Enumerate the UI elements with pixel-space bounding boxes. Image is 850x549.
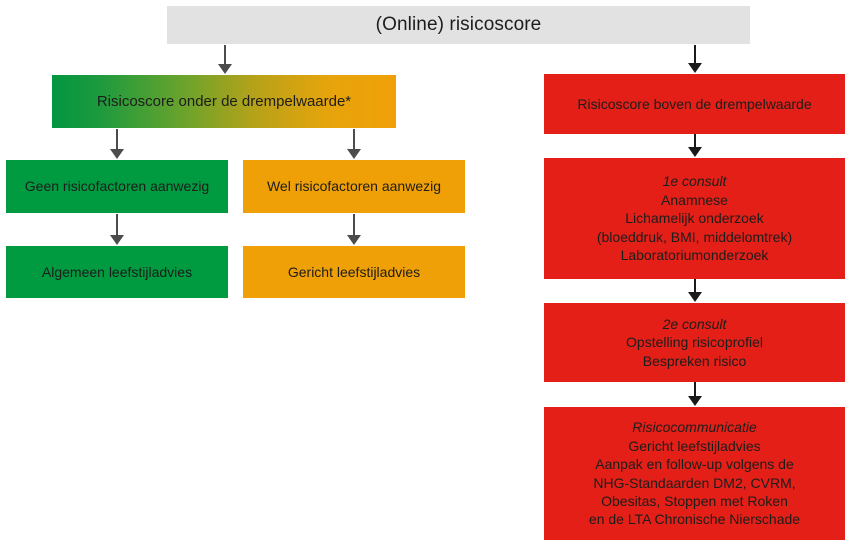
arrow-head-icon bbox=[110, 235, 124, 245]
connector-stem bbox=[224, 45, 226, 65]
with-risk-factors-label: Wel risicofactoren aanwezig bbox=[266, 178, 442, 195]
risk-communication-line: Gericht leefstijladvies bbox=[628, 437, 761, 454]
consult-2-line: Bespreken risico bbox=[642, 352, 747, 369]
connector-stem bbox=[116, 129, 118, 150]
connector-stem bbox=[116, 214, 118, 236]
general-lifestyle-advice-box: Algemeen leefstijladvies bbox=[6, 246, 228, 298]
risk-communication-line: NHG-Standaarden DM2, CVRM, bbox=[593, 474, 796, 491]
connector-stem bbox=[694, 279, 696, 293]
consult-1-line: Lichamelijk onderzoek bbox=[625, 210, 764, 227]
low-risk-label: Risicoscore onder de drempelwaarde* bbox=[96, 92, 352, 110]
consult-1-box: 1e consult Anamnese Lichamelijk onderzoe… bbox=[544, 158, 845, 279]
consult-2-line: Opstelling risicoprofiel bbox=[626, 334, 763, 351]
connector-stem bbox=[353, 129, 355, 150]
consult-1-line: Laboratoriumonderzoek bbox=[620, 247, 769, 264]
with-risk-factors-box: Wel risicofactoren aanwezig bbox=[243, 160, 465, 213]
general-lifestyle-advice-label: Algemeen leefstijladvies bbox=[41, 263, 193, 280]
connector-consult-1-to-consult-2 bbox=[688, 279, 702, 302]
risk-communication-heading: Risicocommunicatie bbox=[632, 419, 757, 436]
risk-communication-line: Obesitas, Stoppen met Roken bbox=[601, 492, 788, 509]
connector-no-factors-to-general-advice bbox=[110, 214, 124, 245]
arrow-head-icon bbox=[347, 235, 361, 245]
risk-communication-box: Risicocommunicatie Gericht leefstijladvi… bbox=[544, 407, 845, 540]
title-box: (Online) risicoscore bbox=[167, 6, 750, 44]
risk-communication-content: Risicocommunicatie Gericht leefstijladvi… bbox=[544, 418, 845, 529]
high-risk-box: Risicoscore boven de drempelwaarde bbox=[544, 74, 845, 134]
connector-consult-2-to-risk-communication bbox=[688, 382, 702, 406]
arrow-head-icon bbox=[688, 147, 702, 157]
title-label: (Online) risicoscore bbox=[375, 14, 542, 36]
consult-1-content: 1e consult Anamnese Lichamelijk onderzoe… bbox=[544, 172, 845, 264]
connector-low-risk-to-no-factors bbox=[110, 129, 124, 159]
consult-1-heading: 1e consult bbox=[662, 173, 727, 190]
connector-stem bbox=[694, 382, 696, 397]
connector-high-risk-to-consult-1 bbox=[688, 134, 702, 157]
consult-1-line: Anamnese bbox=[661, 191, 728, 208]
no-risk-factors-box: Geen risicofactoren aanwezig bbox=[6, 160, 228, 213]
risk-communication-line: en de LTA Chronische Nierschade bbox=[588, 511, 801, 528]
arrow-head-icon bbox=[688, 63, 702, 73]
targeted-lifestyle-advice-label: Gericht leefstijladvies bbox=[287, 263, 421, 280]
no-risk-factors-label: Geen risicofactoren aanwezig bbox=[24, 178, 210, 195]
connector-title-to-high-risk bbox=[688, 45, 702, 73]
consult-1-line: (bloeddruk, BMI, middelomtrek) bbox=[596, 228, 793, 245]
consult-2-heading: 2e consult bbox=[662, 315, 727, 332]
connector-low-risk-to-with-factors bbox=[347, 129, 361, 159]
connector-stem bbox=[694, 134, 696, 148]
low-risk-box: Risicoscore onder de drempelwaarde* bbox=[52, 75, 396, 128]
arrow-head-icon bbox=[347, 149, 361, 159]
connector-with-factors-to-targeted-advice bbox=[347, 214, 361, 245]
connector-stem bbox=[353, 214, 355, 236]
connector-stem bbox=[694, 45, 696, 64]
targeted-lifestyle-advice-box: Gericht leefstijladvies bbox=[243, 246, 465, 298]
arrow-head-icon bbox=[110, 149, 124, 159]
high-risk-label: Risicoscore boven de drempelwaarde bbox=[577, 95, 812, 112]
consult-2-box: 2e consult Opstelling risicoprofiel Besp… bbox=[544, 303, 845, 382]
arrow-head-icon bbox=[688, 292, 702, 302]
consult-2-content: 2e consult Opstelling risicoprofiel Besp… bbox=[544, 315, 845, 370]
risk-communication-line: Aanpak en follow-up volgens de bbox=[595, 456, 794, 473]
arrow-head-icon bbox=[218, 64, 232, 74]
arrow-head-icon bbox=[688, 396, 702, 406]
connector-title-to-low-risk bbox=[218, 45, 232, 74]
